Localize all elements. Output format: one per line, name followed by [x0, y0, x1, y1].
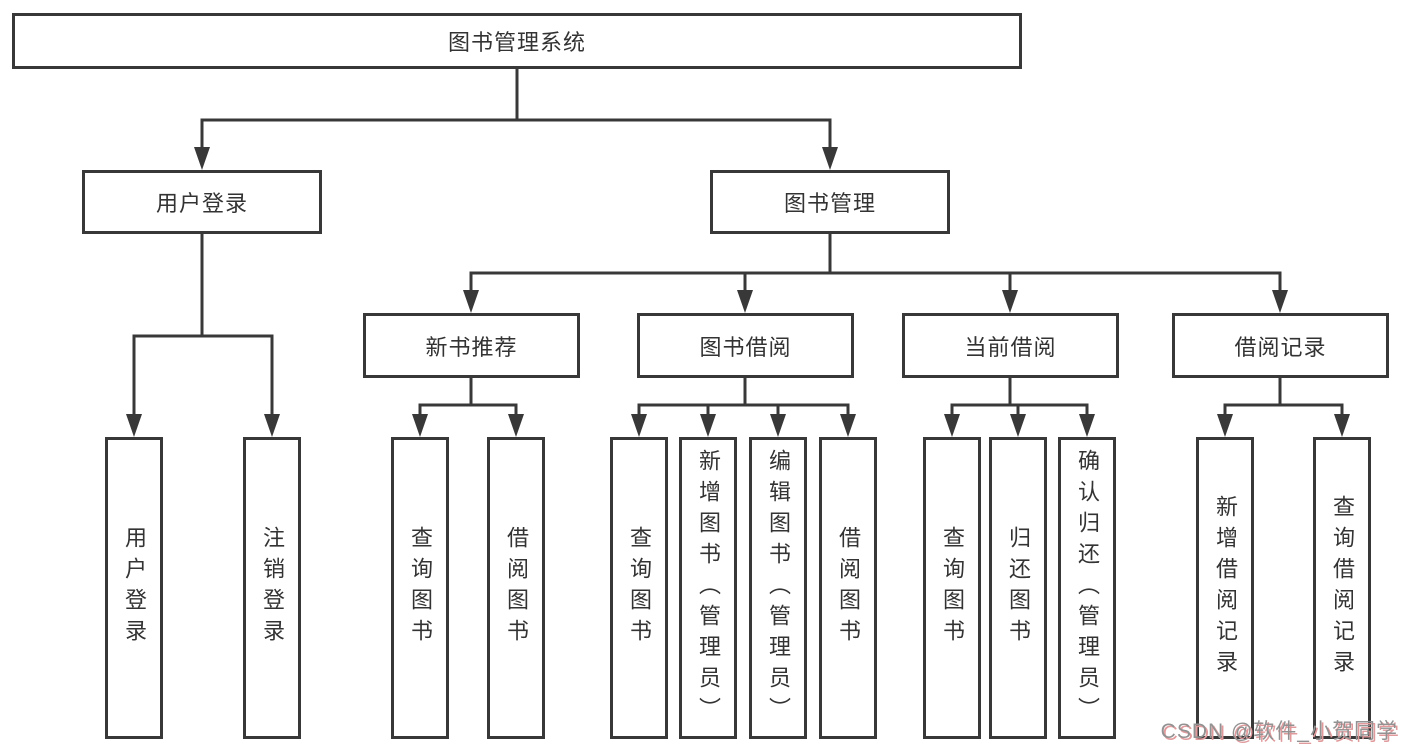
node-label: 借阅记录: [1234, 334, 1327, 360]
node-label: 查询图书: [627, 526, 652, 650]
node-label: 查询图书: [408, 526, 433, 650]
node-borrowing-records: 借阅记录: [1172, 313, 1389, 378]
node-label: 用户登录: [155, 191, 248, 216]
leaf-user-login: 用户登录: [105, 437, 163, 739]
node-label: 新增图书（管理员）: [696, 448, 721, 728]
node-label: 编辑图书（管理员）: [766, 448, 791, 728]
node-label: 用户登录: [122, 526, 147, 650]
leaf-query-books-recommendation: 查询图书: [391, 437, 449, 739]
leaf-query-books-current: 查询图书: [923, 437, 981, 739]
node-new-book-recommendation: 新书推荐: [363, 313, 580, 378]
node-user-login: 用户登录: [82, 170, 322, 234]
node-system-root: 图书管理系统: [12, 13, 1022, 69]
leaf-logout: 注销登录: [243, 437, 301, 739]
node-label: 图书借阅: [699, 334, 792, 360]
leaf-add-borrow-record: 新增借阅记录: [1196, 437, 1254, 739]
node-label: 新增借阅记录: [1213, 495, 1238, 681]
leaf-borrow-books-recommendation: 借阅图书: [487, 437, 545, 739]
leaf-add-books-admin: 新增图书（管理员）: [679, 437, 737, 739]
node-label: 归还图书: [1006, 526, 1031, 650]
node-label: 当前借阅: [964, 334, 1057, 360]
node-label: 确认归还（管理员）: [1075, 448, 1100, 728]
node-label: 查询图书: [940, 526, 965, 650]
node-label: 借阅图书: [836, 526, 861, 650]
node-book-management: 图书管理: [710, 170, 950, 234]
node-label: 借阅图书: [504, 526, 529, 650]
leaf-borrow-books-borrowing: 借阅图书: [819, 437, 877, 739]
leaf-edit-books-admin: 编辑图书（管理员）: [749, 437, 807, 739]
leaf-query-books-borrowing: 查询图书: [610, 437, 668, 739]
node-current-borrowing: 当前借阅: [902, 313, 1119, 378]
csdn-watermark: CSDN @软件_小贺同学: [1160, 720, 1398, 743]
node-label: 图书管理: [783, 191, 876, 216]
leaf-query-borrow-record: 查询借阅记录: [1313, 437, 1371, 739]
leaf-return-books: 归还图书: [989, 437, 1047, 739]
node-label: 新书推荐: [425, 334, 518, 360]
leaf-confirm-return-admin: 确认归还（管理员）: [1058, 437, 1116, 739]
node-label: 图书管理系统: [447, 30, 586, 55]
node-label: 查询借阅记录: [1330, 495, 1355, 681]
node-label: 注销登录: [260, 526, 285, 650]
node-book-borrowing: 图书借阅: [637, 313, 854, 378]
